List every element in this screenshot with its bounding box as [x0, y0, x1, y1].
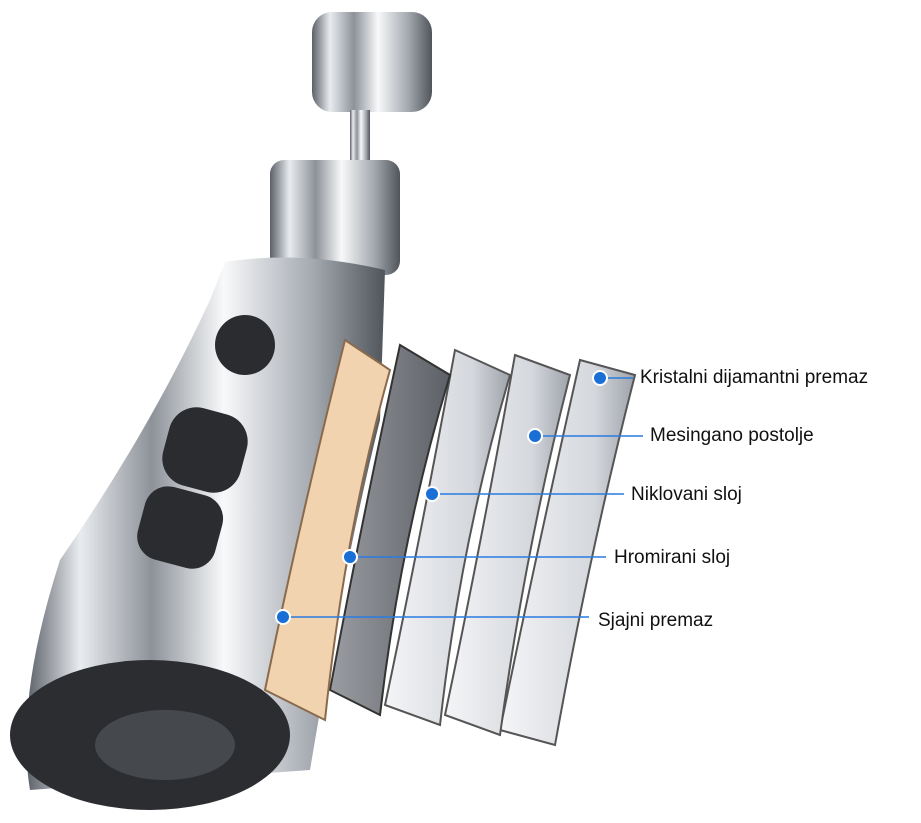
swivel-head	[270, 12, 432, 275]
stream-button-icon	[137, 486, 224, 569]
leader-lines	[283, 377, 643, 618]
mode-button-icon	[215, 315, 275, 375]
layer-sheets	[263, 338, 637, 747]
leader-dots	[275, 370, 608, 625]
label-chrome-layer: Hromirani sloj	[614, 547, 731, 568]
label-brass-base: Mesingano postolje	[650, 425, 814, 446]
label-crystal-diamond-coating: Kristalni dijamantni premaz	[640, 367, 869, 388]
label-gloss-coating: Sjajni premaz	[598, 610, 714, 631]
spray-button-icon	[162, 407, 248, 493]
label-nickel-layer: Niklovani sloj	[631, 484, 742, 505]
